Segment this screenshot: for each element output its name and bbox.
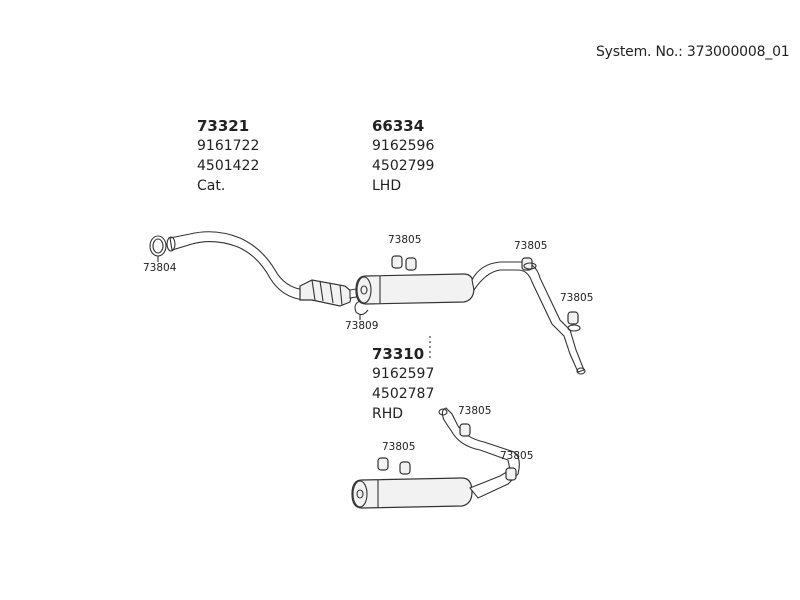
part-main-number: 73310 bbox=[372, 345, 425, 363]
part-note: Cat. bbox=[197, 178, 226, 194]
lhd-silencer-assembly bbox=[355, 261, 586, 375]
part-note: LHD bbox=[372, 178, 402, 194]
clamp-ring-part bbox=[354, 299, 369, 316]
part-ref-1: 9161722 bbox=[197, 138, 260, 154]
clamp-group-rhd bbox=[377, 423, 517, 481]
callout-gasket: 73804 bbox=[143, 262, 177, 274]
part-ref-2: 4501422 bbox=[197, 158, 260, 174]
system-number: System. No.: 373000008_01 bbox=[596, 44, 790, 60]
part-ref-1: 9162597 bbox=[372, 366, 435, 382]
part-ref-2: 4502787 bbox=[372, 386, 435, 402]
callout-clamp: 73805 bbox=[514, 240, 548, 252]
callout-clamp-ring: 73809 bbox=[345, 320, 379, 332]
part-block-rhd: 73310 9162597 4502787 RHD bbox=[372, 344, 434, 424]
callout-clamp: 73805 bbox=[500, 450, 534, 462]
rhd-silencer-assembly bbox=[351, 407, 520, 509]
part-ref-1: 9162596 bbox=[372, 138, 435, 154]
callout-clamp: 73805 bbox=[388, 234, 422, 246]
front-pipe-catalytic-converter bbox=[166, 231, 363, 307]
part-note: RHD bbox=[372, 406, 404, 422]
part-block-lhd: 66334 9162596 4502799 LHD bbox=[372, 116, 434, 196]
callout-clamp: 73805 bbox=[458, 405, 492, 417]
clamp-group-lhd bbox=[391, 255, 581, 332]
part-block-cat: 73321 9161722 4501422 Cat. bbox=[197, 116, 259, 196]
gasket-part bbox=[149, 235, 167, 257]
callout-clamp: 73805 bbox=[382, 441, 416, 453]
part-main-number: 73321 bbox=[197, 117, 250, 135]
part-ref-2: 4502799 bbox=[372, 158, 435, 174]
callout-clamp: 73805 bbox=[560, 292, 594, 304]
part-main-number: 66334 bbox=[372, 117, 425, 135]
